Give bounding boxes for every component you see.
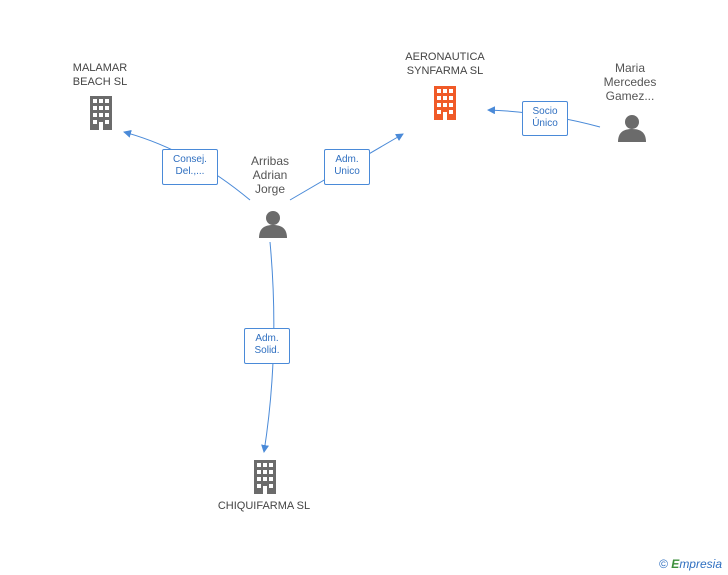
arribas-label-line2: Adrian: [252, 168, 288, 182]
aeronautica-label-line2: SYNFARMA SL: [406, 65, 484, 77]
aeronautica-label-line1: AERONAUTICA: [405, 51, 485, 63]
maria-person-icon[interactable]: [618, 115, 646, 142]
edge-label-consej-line1: Consej.: [173, 154, 207, 165]
edge-label-adm-unico-line2: Unico: [334, 166, 360, 177]
brand-logo-rest: mpresia: [679, 557, 722, 571]
edge-label-adm-unico[interactable]: Adm. Unico: [324, 149, 370, 185]
arribas-label[interactable]: Arribas Adrian Jorge: [230, 154, 310, 196]
maria-label-line2: Mercedes: [603, 75, 657, 89]
edge-label-consej[interactable]: Consej. Del.,...: [162, 149, 218, 185]
edge-label-socio-unico[interactable]: Socio Único: [522, 101, 568, 136]
chiquifarma-label-line1: CHIQUIFARMA SL: [217, 500, 311, 512]
arribas-label-line1: Arribas: [250, 154, 289, 168]
edge-label-socio-unico-line1: Socio: [532, 106, 558, 117]
edge-label-adm-solid-line2: Solid.: [254, 345, 280, 356]
aeronautica-building-icon[interactable]: [434, 86, 456, 120]
copyright-symbol: ©: [659, 557, 668, 571]
empresia-footer[interactable]: © Empresia: [659, 557, 722, 571]
maria-label-line1: Maria: [614, 61, 645, 75]
arribas-label-line3: Jorge: [254, 182, 286, 196]
edge-label-socio-unico-line2: Único: [532, 118, 558, 129]
maria-label[interactable]: Maria Mercedes Gamez...: [590, 61, 670, 103]
malamar-label-line2: BEACH SL: [72, 76, 128, 88]
malamar-label[interactable]: MALAMAR BEACH SL: [52, 61, 148, 89]
edge-label-adm-unico-line1: Adm.: [335, 154, 359, 165]
edge-label-consej-line2: Del.,...: [175, 166, 205, 177]
maria-label-line3: Gamez...: [605, 89, 655, 103]
malamar-building-icon[interactable]: [90, 96, 112, 130]
brand-logo-e: E: [671, 557, 680, 571]
chiquifarma-label[interactable]: CHIQUIFARMA SL: [204, 499, 324, 513]
edge-label-adm-solid-line1: Adm.: [255, 333, 279, 344]
edge-label-adm-solid[interactable]: Adm. Solid.: [244, 328, 290, 364]
malamar-label-line1: MALAMAR: [72, 62, 128, 74]
aeronautica-label[interactable]: AERONAUTICA SYNFARMA SL: [385, 50, 505, 78]
chiquifarma-building-icon[interactable]: [254, 460, 276, 494]
arribas-person-icon[interactable]: [259, 211, 287, 238]
